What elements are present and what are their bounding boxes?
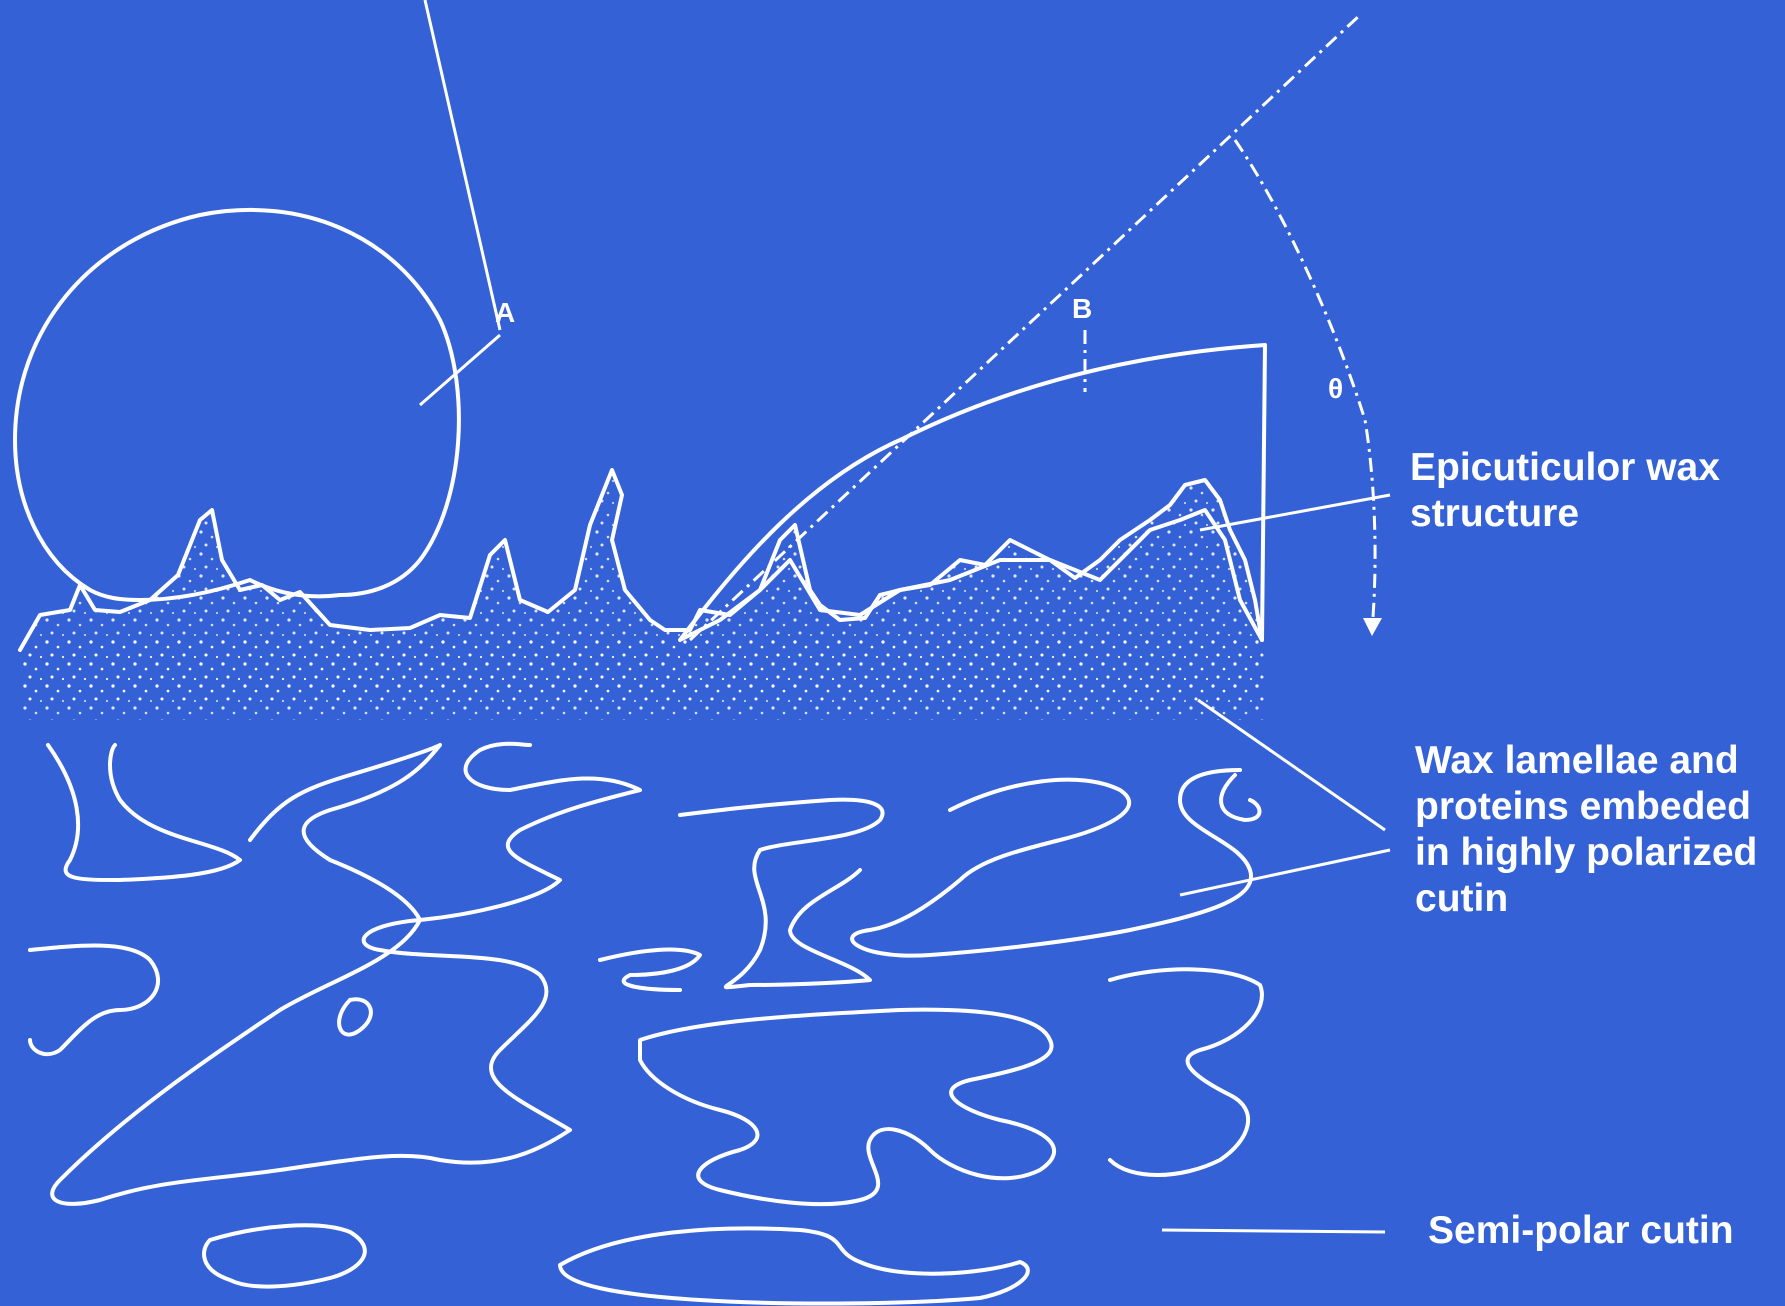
lamella-blob	[339, 999, 371, 1034]
lamella-blob	[852, 770, 1251, 956]
epicuticular-label-line-1: Epicuticulor wax	[1410, 445, 1720, 491]
cuticle-stipple-body	[20, 640, 1265, 720]
contact-angle-arc	[1235, 140, 1375, 630]
lamellae-leader-lower	[1180, 850, 1390, 895]
lamella-blob	[680, 800, 883, 988]
lamella-blob	[560, 1228, 1028, 1303]
epicuticular-label: Epicuticulor wax structure	[1410, 445, 1720, 537]
lamella-blob	[1110, 969, 1262, 1175]
marker-a-leader-line	[420, 335, 500, 405]
wax-lamellae	[30, 744, 1262, 1304]
lamella-blob	[52, 744, 640, 1204]
marker-theta: θ	[1328, 373, 1343, 404]
lamellae-label: Wax lamellae and proteins embeded in hig…	[1415, 738, 1757, 922]
lamella-blob	[600, 950, 700, 990]
lamella-blob	[48, 745, 240, 880]
semipolar-label: Semi-polar cutin	[1428, 1208, 1734, 1254]
contact-angle-arrowhead	[1363, 618, 1382, 636]
marker-a-leader	[425, 0, 500, 330]
lamella-blob	[30, 946, 158, 1055]
lamellae-label-line-2: proteins embeded	[1415, 784, 1757, 830]
lamellae-label-line-3: in highly polarized	[1415, 830, 1757, 876]
epicuticular-label-line-2: structure	[1410, 491, 1720, 537]
lamellae-label-line-4: cutin	[1415, 876, 1757, 922]
marker-a: A	[495, 297, 515, 328]
droplet-a	[15, 210, 459, 600]
lamellae-label-line-1: Wax lamellae and	[1415, 738, 1757, 784]
lamella-blob	[204, 1225, 365, 1286]
marker-b: B	[1072, 293, 1092, 324]
lamella-blob	[1221, 775, 1259, 820]
lamella-blob	[640, 1010, 1054, 1204]
semipolar-leader	[1162, 1230, 1385, 1232]
epicuticular-leader	[1200, 495, 1390, 530]
